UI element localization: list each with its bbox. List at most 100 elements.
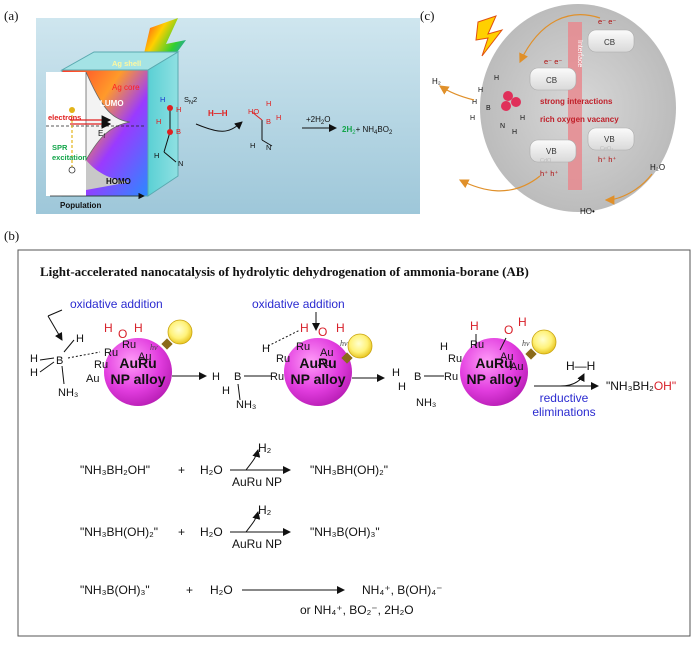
svg-text:Ru: Ru <box>122 339 136 351</box>
svg-text:H: H <box>30 353 38 365</box>
svg-text:"NH₃BH(OH)₂": "NH₃BH(OH)₂" <box>80 525 158 539</box>
vb-right <box>587 127 635 151</box>
vb-left <box>529 139 577 163</box>
svg-text:"NH₃B(OH)₃": "NH₃B(OH)₃" <box>80 583 150 597</box>
panel-b-frame <box>17 249 691 637</box>
svg-text:+: + <box>178 463 185 477</box>
stage-1: oxidative addition AuRu NP alloy H H B H… <box>30 297 193 406</box>
cb-left <box>529 67 577 91</box>
panel-c-label: (c) <box>420 8 435 23</box>
svg-text:H: H <box>518 315 527 329</box>
homo-label: HOMO <box>106 177 131 186</box>
reaction-arrow-a1 <box>195 121 243 132</box>
svg-text:H: H <box>276 113 281 122</box>
svg-text:"NH₃BH(OH)₂": "NH₃BH(OH)₂" <box>310 463 388 477</box>
svg-text:+: + <box>186 583 193 597</box>
lumo-label: LUMO <box>100 99 124 108</box>
svg-text:Au: Au <box>318 357 331 369</box>
ag-core-label: Ag core <box>112 83 140 92</box>
svg-text:H: H <box>262 343 270 355</box>
svg-text:O: O <box>504 323 513 337</box>
oxidative-addition-label-1: oxidative addition <box>70 297 163 311</box>
hv-label-1: hν <box>150 343 158 352</box>
np-bottom-label-3: NP alloy <box>467 371 522 387</box>
panel-b: Light-accelerated nanocatalysis of hydro… <box>17 249 691 637</box>
electrons-left: e⁻ e⁻ <box>544 57 562 66</box>
energy-plot-area <box>46 72 86 196</box>
svg-text:H: H <box>520 115 525 122</box>
svg-text:N: N <box>178 159 183 168</box>
svg-text:N: N <box>500 123 505 130</box>
electron-flow-arrow <box>519 14 601 64</box>
bulb-base-3 <box>525 348 537 360</box>
svg-text:NH₃: NH₃ <box>416 397 436 409</box>
cb-left-label: CB <box>546 76 557 85</box>
np-alloy-2 <box>284 338 352 406</box>
electrons-label: electrons <box>48 113 81 122</box>
stage-2: oxidative addition AuRu NP alloy H H B N… <box>212 297 373 411</box>
hole-flow-arrow <box>458 175 541 192</box>
svg-text:H: H <box>156 117 161 126</box>
svg-text:B: B <box>234 371 241 383</box>
svg-text:NH₃: NH₃ <box>236 399 256 411</box>
bulb-base-2 <box>341 352 353 364</box>
svg-text:Ru: Ru <box>296 341 310 353</box>
svg-text:H: H <box>30 367 38 379</box>
panel-b-title: Light-accelerated nanocatalysis of hydro… <box>40 264 529 279</box>
np-alloy-1 <box>104 338 172 406</box>
cdo-label: CdO <box>540 158 552 164</box>
svg-text:H₂O: H₂O <box>200 463 223 477</box>
svg-text:H: H <box>478 87 483 94</box>
np-bottom-label-2: NP alloy <box>291 371 346 387</box>
svg-text:Au: Au <box>510 361 523 373</box>
holes-right: h⁺ h⁺ <box>598 155 616 164</box>
svg-text:H: H <box>470 319 479 333</box>
equation-3: "NH₃B(OH)₃" + H₂O NH₄⁺, B(OH)₄⁻ or NH₄⁺,… <box>80 583 442 617</box>
svg-text:N: N <box>266 143 271 152</box>
svg-text:H: H <box>440 341 448 353</box>
svg-text:H: H <box>176 105 181 114</box>
panel-a-label: (a) <box>4 8 19 23</box>
svg-text:Au: Au <box>500 351 513 363</box>
svg-text:H: H <box>336 321 345 335</box>
svg-text:+: + <box>178 525 185 539</box>
np-top-label-1: AuRu <box>119 355 156 371</box>
hv-label-2: hν <box>340 339 348 348</box>
svg-text:HO: HO <box>248 107 259 116</box>
svg-text:B: B <box>56 355 63 367</box>
svg-text:H₂: H₂ <box>258 503 272 517</box>
svg-text:NH₃: NH₃ <box>58 387 78 399</box>
svg-text:B: B <box>486 105 491 112</box>
panel-b-label: (b) <box>4 228 20 243</box>
bulb-base-1 <box>161 338 173 350</box>
h2o-arrow <box>604 173 653 205</box>
oxidative-arrow-1 <box>47 315 63 341</box>
ceo-label: CeO₂ <box>600 146 613 152</box>
panel-a: Ag shell Ag core LUMO HOMO electrons Ef … <box>36 18 420 214</box>
svg-text:Ru: Ru <box>270 371 284 383</box>
svg-text:Ru: Ru <box>94 359 108 371</box>
svg-text:AuRu NP: AuRu NP <box>232 475 282 489</box>
svg-text:O: O <box>118 327 127 341</box>
svg-text:H: H <box>266 99 271 108</box>
intermediate-product: "NH₃BH₂OH" <box>606 379 676 393</box>
np-top-label-2: AuRu <box>299 355 336 371</box>
cb-right-label: CB <box>604 38 615 47</box>
strong-interactions-label: strong interactions <box>540 97 613 106</box>
svg-text:AuRu NP: AuRu NP <box>232 537 282 551</box>
svg-text:"NH₃BH₂OH": "NH₃BH₂OH" <box>80 463 150 477</box>
holes-left: h⁺ h⁺ <box>540 169 558 178</box>
svg-text:NH₄⁺, B(OH)₄⁻: NH₄⁺, B(OH)₄⁻ <box>362 583 442 597</box>
svg-text:H: H <box>398 381 406 393</box>
svg-text:Ru: Ru <box>444 371 458 383</box>
svg-text:H: H <box>154 151 159 160</box>
svg-text:H: H <box>250 141 255 150</box>
h2-arrow <box>439 85 475 101</box>
light-bulb-icon-1 <box>167 319 193 345</box>
product-molecule: HO H B H N H <box>248 99 281 152</box>
svg-text:H: H <box>512 129 517 136</box>
oxidative-addition-label-2: oxidative addition <box>252 297 345 311</box>
population-label: Population <box>60 201 101 210</box>
panel-c: Interface CB CB VB CdO VB CeO₂ strong in… <box>432 4 676 216</box>
equation-1: "NH₃BH₂OH" + H₂O H₂ AuRu NP "NH₃BH(OH)₂" <box>80 441 388 489</box>
